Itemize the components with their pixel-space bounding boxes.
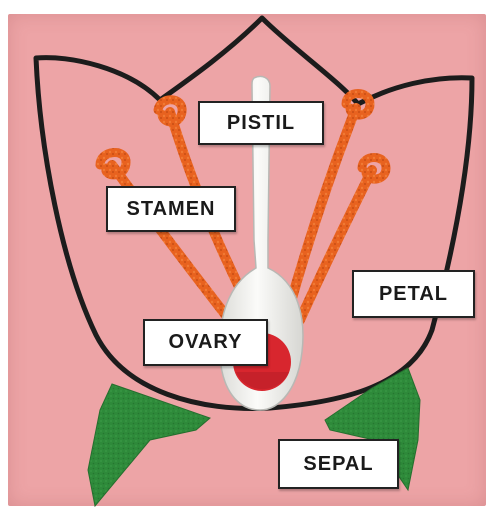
label-petal: PETAL <box>352 270 475 318</box>
label-pistil: PISTIL <box>198 101 324 145</box>
label-sepal: SEPAL <box>278 439 399 489</box>
label-stamen: STAMEN <box>106 186 236 232</box>
label-ovary: OVARY <box>143 319 268 366</box>
